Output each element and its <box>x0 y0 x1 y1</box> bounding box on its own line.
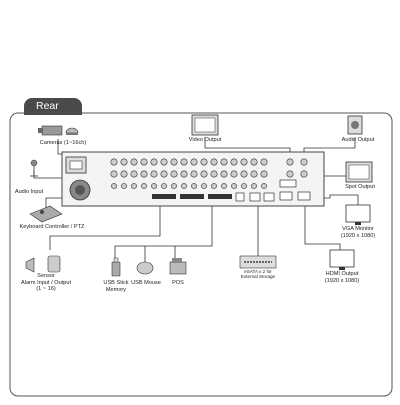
video-monitor-icon <box>191 114 219 136</box>
diagram-frame <box>9 112 393 397</box>
spot-output-label: Spot Output <box>345 184 375 190</box>
usb-stick-label: USB Stick Memory <box>100 280 132 293</box>
usb-stick-icon <box>111 257 121 277</box>
rear-tab: Rear <box>24 98 82 115</box>
hdmi-monitor-icon <box>329 249 355 270</box>
spot-monitor-icon <box>345 161 373 183</box>
sensor-icon <box>25 255 61 273</box>
speaker-icon <box>347 115 363 135</box>
pos-icon <box>169 258 187 275</box>
video-output-label: Video Output <box>188 137 222 143</box>
esata-label: eSATA x 2 for External Storage <box>234 269 282 280</box>
usb-mouse-icon <box>136 261 154 275</box>
hdmi-label-line1: HDMI Output <box>325 271 359 277</box>
usb-stick-label-line1: USB Stick <box>103 280 129 286</box>
hdmi-label: HDMI Output (1920 x 1080) <box>318 271 366 284</box>
hdmi-label-line2: (1920 x 1080) <box>324 277 360 284</box>
microphone-icon <box>30 159 38 177</box>
audio-output-label: Audio Output <box>341 137 375 143</box>
vga-monitor-icon <box>345 204 371 225</box>
camera-icon <box>38 125 79 136</box>
sensor-label-line3: (1 ~ 16) <box>36 286 56 293</box>
vga-label: VGA Monitor (1920 x 1080) <box>334 226 382 239</box>
usb-stick-label-line2: Memory <box>105 286 127 293</box>
sensor-label-line1: Sensor <box>37 273 55 279</box>
usb-mouse-label: USB Mouse <box>131 280 161 286</box>
cameras-label: Cameras (1~16ch) <box>39 140 87 146</box>
vga-label-line1: VGA Monitor <box>342 226 374 232</box>
dvr-rear-panel <box>61 151 325 207</box>
io-ports <box>235 179 311 202</box>
pos-label: POS <box>172 280 184 286</box>
bnc-connectors <box>110 158 308 189</box>
esata-label-line1: eSATA x 2 for <box>244 269 272 274</box>
vga-label-line2: (1920 x 1080) <box>340 232 376 239</box>
terminal-blocks <box>152 194 232 199</box>
keyboard-controller-icon <box>29 205 63 223</box>
audio-input-label: Audio Input <box>14 189 44 195</box>
keyboard-label: Keyboard Controller / PTZ <box>19 224 85 230</box>
esata-storage-icon <box>239 255 277 269</box>
sensor-label: Sensor Alarm Input / Output (1 ~ 16) <box>14 273 78 293</box>
esata-label-line2: External Storage <box>240 274 276 280</box>
sensor-label-line2: Alarm Input / Output <box>20 279 72 286</box>
